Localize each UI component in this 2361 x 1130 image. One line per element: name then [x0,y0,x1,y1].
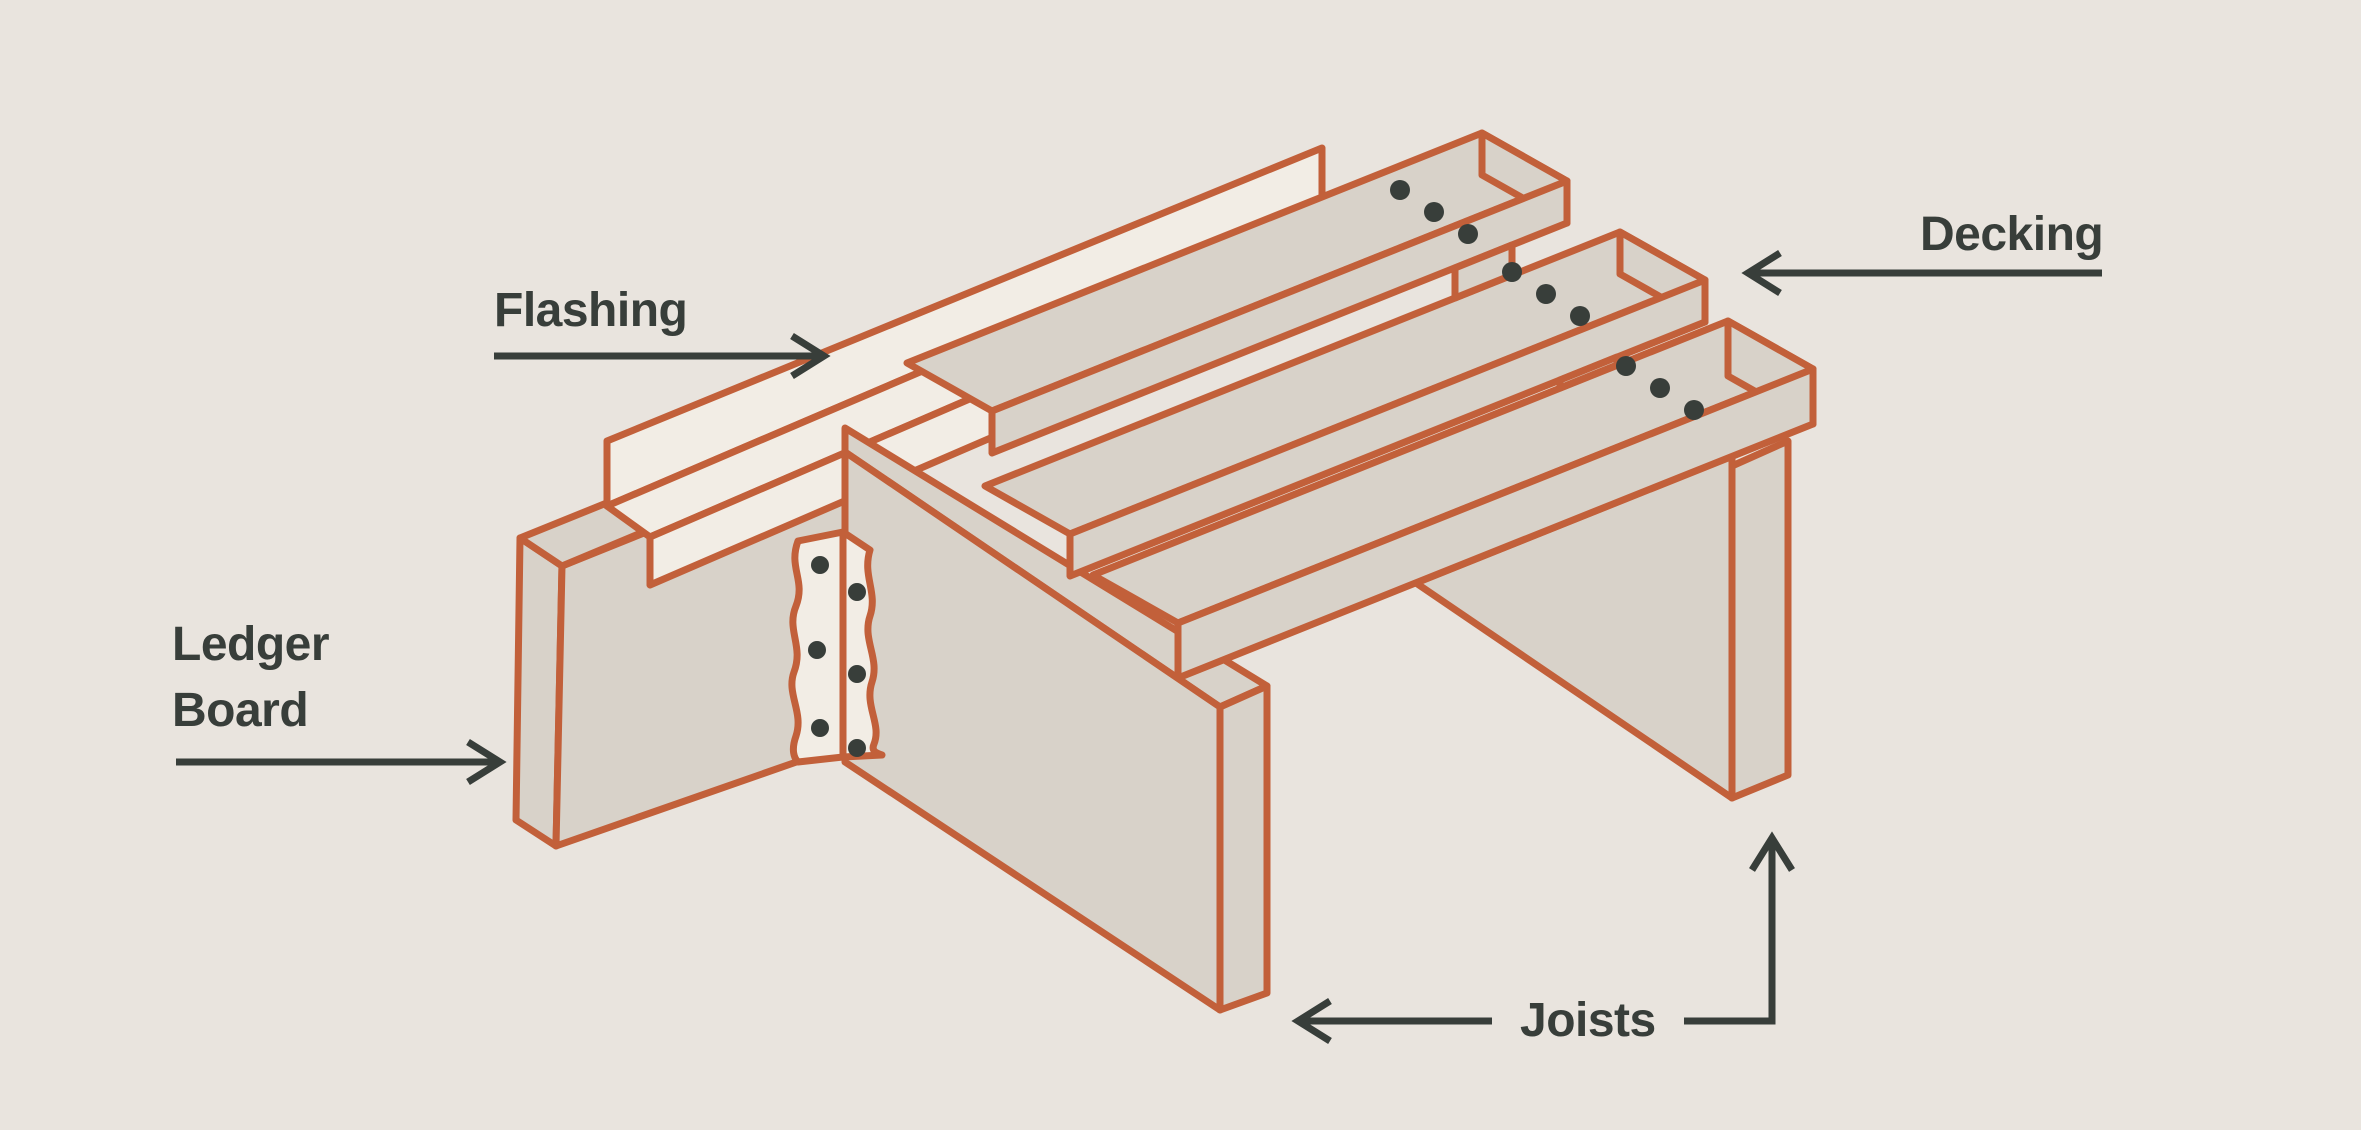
deck-board-middle [981,228,1709,580]
joists-label: Joists [1520,994,1656,1047]
decking-boards [903,129,1817,682]
deck-board-front [1089,317,1817,682]
deck-screws [1390,180,1704,420]
joists-arrow-right [1684,831,1795,1025]
joists-arrow-left [1291,998,1492,1044]
front-joist [841,424,1271,1014]
deck-board-back [903,129,1571,457]
decking-label: Decking [1920,208,2104,261]
decking-arrow [1741,250,2102,296]
ledger-board-arrow [176,739,507,785]
joist-hanger [788,528,886,766]
callout-arrows [176,250,2102,1044]
ledger-board-label: Ledger Board [172,618,330,738]
hanger-nails [808,556,866,757]
flashing-arrow [494,333,831,379]
flashing-label: Flashing [494,284,688,337]
